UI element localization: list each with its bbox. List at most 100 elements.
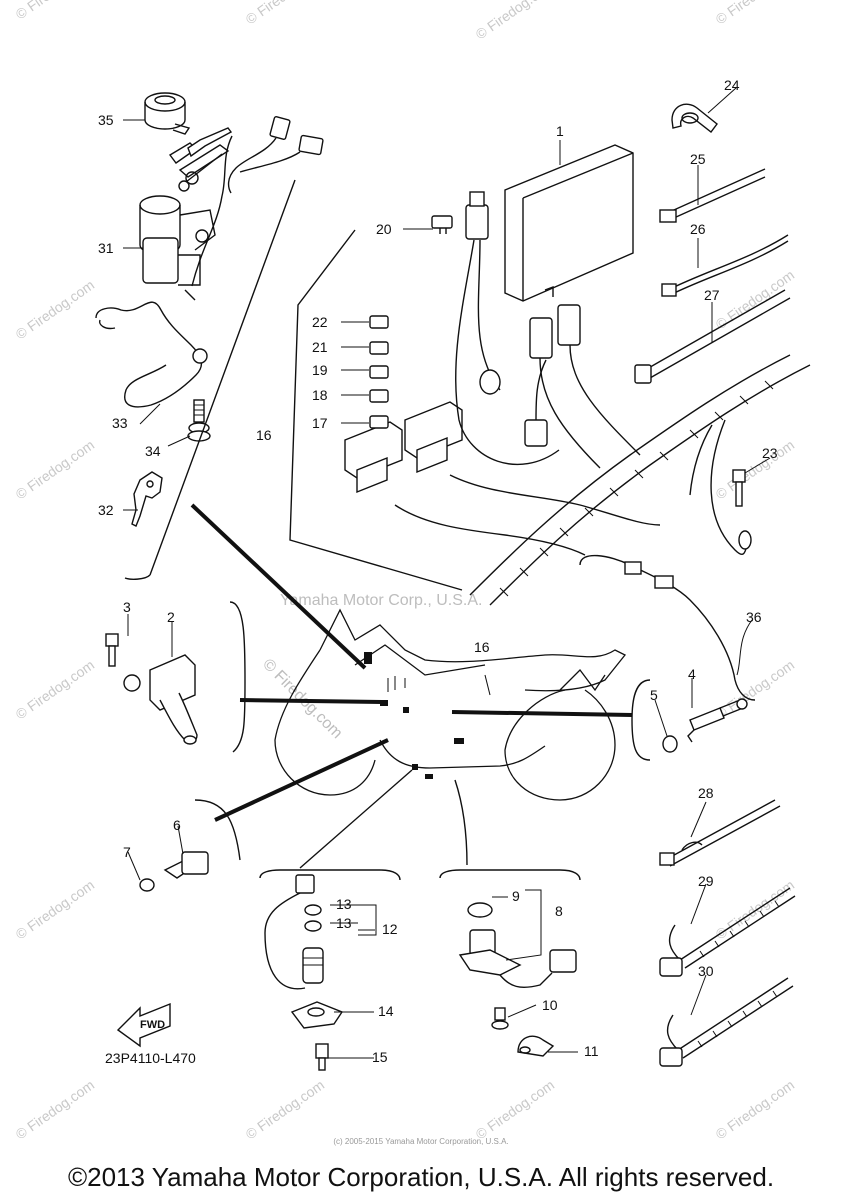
- callout-35: 35: [98, 112, 114, 128]
- watermark: © Firedog.com: [13, 657, 98, 723]
- callout-28: 28: [698, 785, 714, 801]
- part-32-key: [131, 471, 163, 527]
- callout-21: 21: [312, 339, 328, 355]
- part-1-ecu: [504, 144, 634, 302]
- bracket-6: [194, 799, 241, 861]
- callout-3: 3: [123, 599, 131, 615]
- watermark: © Firedog.com: [713, 1077, 798, 1143]
- callout-9: 9: [512, 888, 520, 904]
- region-border-16: [289, 229, 463, 591]
- callout-leaders: [123, 87, 771, 1059]
- leader-bike-to-6: [214, 738, 389, 822]
- small-copyright: (c) 2005-2015 Yamaha Motor Corporation, …: [333, 1137, 509, 1146]
- fwd-arrow: FWD: [116, 1002, 171, 1048]
- part-23-bolt: [732, 469, 746, 507]
- part-5-washer: [662, 735, 678, 753]
- callout-16-bike: 16: [474, 639, 490, 655]
- callout-12: 12: [382, 921, 398, 937]
- watermark-center: Yamaha Motor Corp., U.S.A.: [280, 592, 482, 609]
- part-7-washer: [139, 878, 155, 892]
- watermark: © Firedog.com: [13, 437, 98, 503]
- watermark: © Firedog.com: [243, 1077, 328, 1143]
- watermark: © Firedog.com: [473, 0, 558, 42]
- part-25-tie: [659, 168, 766, 223]
- callout-4: 4: [688, 666, 696, 682]
- callout-6: 6: [173, 817, 181, 833]
- part-34-bolt: [187, 399, 211, 442]
- part-31-keys: [168, 127, 233, 164]
- part-4-sensor: [687, 698, 748, 743]
- part-11-clamp: [517, 1035, 555, 1057]
- watermark: © Firedog.com: [713, 657, 798, 723]
- diagram-code: 23P4110-L470: [105, 1050, 196, 1066]
- part-15-bolt: [315, 1043, 329, 1071]
- watermark: © Firedog.com: [713, 437, 798, 503]
- part-36-lead: [579, 554, 756, 701]
- callout-14: 14: [378, 1003, 394, 1019]
- region-border-left-end: [124, 574, 151, 580]
- watermark: © Firedog.com: [13, 0, 98, 22]
- part-30-tie: [659, 977, 794, 1067]
- leader-bike-to-8: [454, 779, 468, 866]
- callout-26: 26: [690, 221, 706, 237]
- part-29-tie: [659, 887, 796, 977]
- fuses-17-22: [369, 315, 389, 429]
- leader-bike-to-12: [299, 769, 413, 869]
- watermark: © Firedog.com: [473, 1077, 558, 1143]
- callout-34: 34: [145, 443, 161, 459]
- callout-17: 17: [312, 415, 328, 431]
- part-6-switch: [163, 851, 209, 879]
- watermark: © Firedog.com: [13, 877, 98, 943]
- region-border-left: [149, 179, 296, 576]
- part-20-fuse: [431, 215, 453, 234]
- watermark: © Firedog.com: [13, 277, 98, 343]
- watermark: © Firedog.com: [713, 0, 798, 27]
- watermark: © Firedog.com: [13, 1077, 98, 1143]
- callout-25: 25: [690, 151, 706, 167]
- part-14-bracket: [290, 1001, 344, 1029]
- callout-2: 2: [167, 609, 175, 625]
- part-26-tie: [661, 234, 789, 297]
- watermark: © Firedog.com: [243, 0, 328, 27]
- part-16-wire-harness: [344, 191, 811, 606]
- callout-31: 31: [98, 240, 114, 256]
- callout-19: 19: [312, 362, 328, 378]
- part-12-sensor: [264, 874, 324, 990]
- part-28-tie: [659, 799, 781, 867]
- watermark: © Firedog.com: [713, 877, 798, 943]
- callout-13-a: 13: [336, 896, 352, 912]
- leader-bike-to-4: [451, 710, 633, 717]
- leader-2-to-bike: [239, 698, 386, 704]
- callout-1: 1: [556, 123, 564, 139]
- callout-8: 8: [555, 903, 563, 919]
- callout-7: 7: [123, 844, 131, 860]
- callout-24: 24: [724, 77, 740, 93]
- bracket-4: [631, 679, 651, 761]
- callout-22: 22: [312, 314, 328, 330]
- part-3-bolt: [105, 633, 119, 667]
- callout-15: 15: [372, 1049, 388, 1065]
- part-24-clamp: [671, 103, 718, 133]
- callout-20: 20: [376, 221, 392, 237]
- part-10-bolt: [491, 1007, 509, 1030]
- motorcycle-outline: [274, 608, 627, 801]
- bracket-8: [439, 869, 581, 881]
- part-31-connectors: [227, 116, 324, 194]
- fwd-label: FWD: [140, 1019, 165, 1031]
- part-2-sensor: [123, 654, 198, 745]
- part-31-main-switch: [139, 135, 233, 301]
- watermark: © Firedog.com: [713, 267, 798, 333]
- callout-10: 10: [542, 997, 558, 1013]
- callout-27: 27: [704, 287, 720, 303]
- copyright-footer: ©2013 Yamaha Motor Corporation, U.S.A. A…: [67, 1162, 775, 1192]
- callout-36: 36: [746, 609, 762, 625]
- callout-5: 5: [650, 687, 658, 703]
- part-33-lock-wire: [95, 301, 208, 408]
- callout-32: 32: [98, 502, 114, 518]
- callout-18: 18: [312, 387, 328, 403]
- callout-30: 30: [698, 963, 714, 979]
- callout-23: 23: [762, 445, 778, 461]
- bracket-2: [229, 601, 246, 753]
- callout-29: 29: [698, 873, 714, 889]
